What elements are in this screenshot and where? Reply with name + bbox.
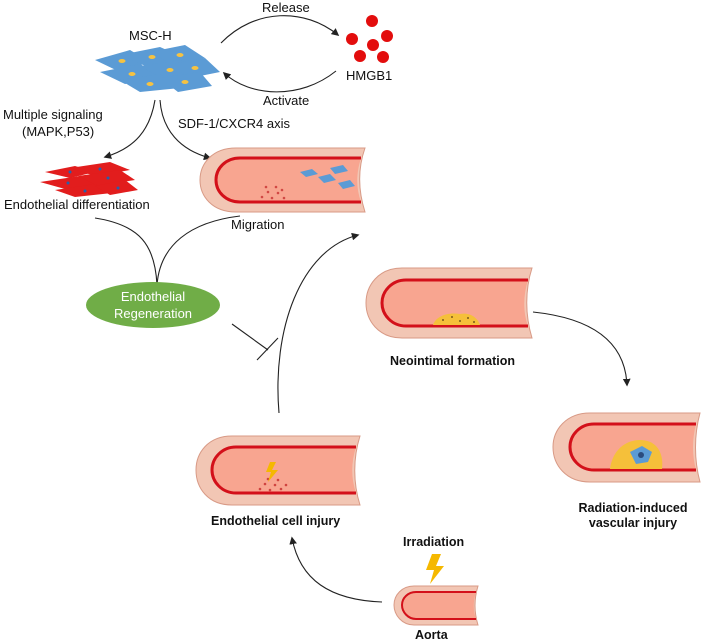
migration-merge-arc xyxy=(156,215,241,286)
to-radiation-injury-arrow xyxy=(532,311,631,387)
endothelial-differentiation-label: Endothelial differentiation xyxy=(4,197,150,212)
sdf-axis-label: SDF-1/CXCR4 axis xyxy=(178,116,290,131)
neointimal-vessel xyxy=(365,267,533,339)
activate-arrow xyxy=(222,70,337,93)
migration-label: Migration xyxy=(231,217,284,232)
mapk-p53-label: (MAPK,P53) xyxy=(22,124,94,139)
small-lightning-icon xyxy=(266,462,278,482)
inhibition-bar xyxy=(256,337,279,361)
msc-cell-cluster xyxy=(95,45,220,92)
release-label: Release xyxy=(262,0,310,15)
radiation-injury-label-line1: Radiation-induced xyxy=(578,501,687,515)
radiation-injury-vessel xyxy=(552,412,701,483)
release-arrow xyxy=(220,15,340,44)
hmgb1-label: HMGB1 xyxy=(346,68,392,83)
endothelial-differentiated-cells xyxy=(40,162,138,197)
multiple-signaling-label: Multiple signaling xyxy=(3,107,103,122)
aorta-vessel xyxy=(393,585,479,626)
to-neointimal-arrow xyxy=(277,232,360,414)
regeneration-label-line2: Regeneration xyxy=(114,306,192,321)
aorta-label: Aorta xyxy=(415,628,449,640)
regeneration-label-line1: Endothelial xyxy=(121,289,185,304)
differentiation-arrow xyxy=(103,99,156,159)
endothelial-injury-vessel xyxy=(195,435,361,506)
hmgb1-molecules xyxy=(346,15,393,63)
inhibition-line xyxy=(231,323,269,351)
neointimal-plaque xyxy=(433,313,480,325)
to-injury-arrow xyxy=(289,536,383,603)
migration-arrow xyxy=(159,99,212,161)
differentiation-merge-arc xyxy=(94,217,158,286)
endothelial-cell-injury-label: Endothelial cell injury xyxy=(211,514,340,528)
neointimal-formation-label: Neointimal formation xyxy=(390,354,515,368)
endothelial-regeneration-oval xyxy=(86,282,220,328)
irradiation-label: Irradiation xyxy=(403,535,464,549)
migration-vessel xyxy=(199,147,366,213)
activate-label: Activate xyxy=(263,93,309,108)
msc-label: MSC-H xyxy=(129,28,172,43)
lightning-icon xyxy=(426,554,444,584)
radiation-injury-label-line2: vascular injury xyxy=(589,516,677,530)
